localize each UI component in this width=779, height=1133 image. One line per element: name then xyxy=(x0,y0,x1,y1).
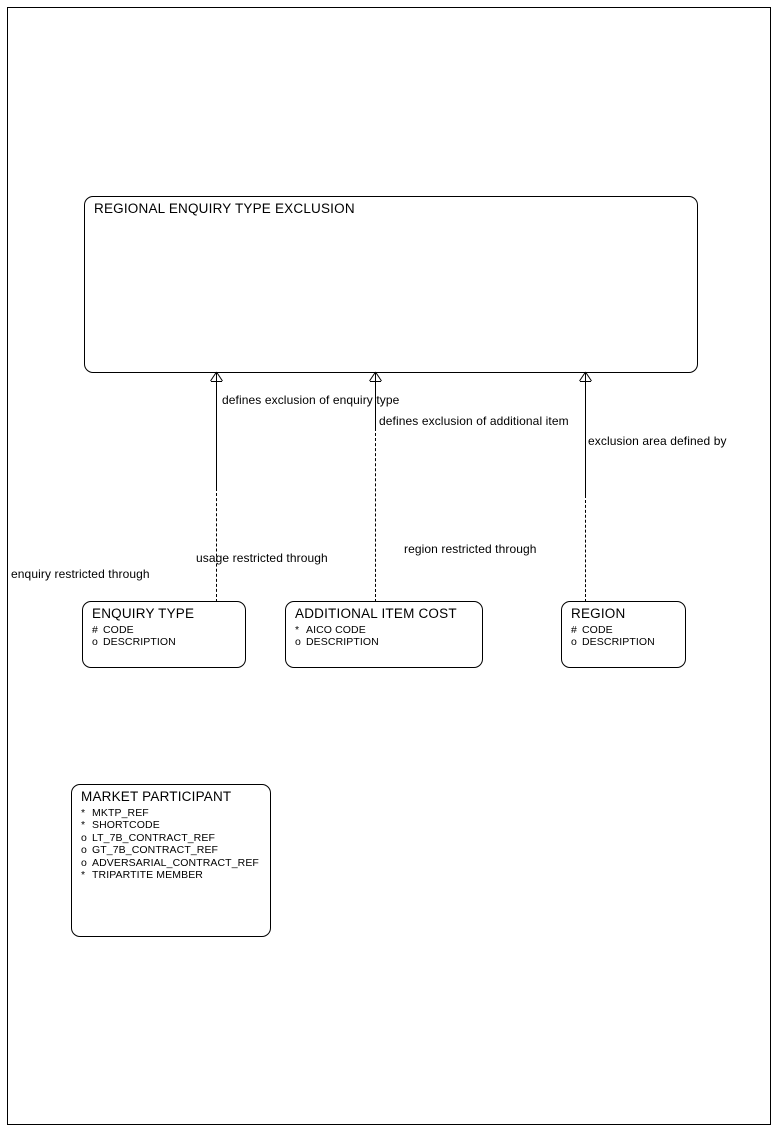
attribute-row: o DESCRIPTION xyxy=(571,636,685,648)
attribute-marker: o xyxy=(81,844,87,857)
relationship-line-region-solid xyxy=(585,373,586,495)
attribute-name: CODE xyxy=(103,624,134,636)
attribute-row: # CODE xyxy=(571,624,685,636)
attribute-marker: o xyxy=(295,636,301,649)
entity-market-participant[interactable]: MARKET PARTICIPANT * MKTP_REF * SHORTCODE … xyxy=(71,784,271,937)
attribute-name: GT_7B_CONTRACT_REF xyxy=(92,844,219,857)
attribute-name: LT_7B_CONTRACT_REF xyxy=(92,831,215,844)
attribute-row: o ADVERSARIAL_CONTRACT_REF xyxy=(81,857,270,869)
relationship-label-region-restricted-through: region restricted through xyxy=(404,542,537,556)
entity-title: REGIONAL ENQUIRY TYPE EXCLUSION xyxy=(94,201,355,216)
entity-title: ENQUIRY TYPE xyxy=(92,606,195,621)
relationship-label-defines-exclusion-of-additional-item: defines exclusion of additional item xyxy=(379,414,569,428)
page-border xyxy=(7,7,771,1125)
attribute-marker: * xyxy=(81,819,86,832)
attribute-marker: o xyxy=(81,831,87,844)
attribute-row: * MKTP_REF xyxy=(81,807,270,819)
attribute-list: * MKTP_REF * SHORTCODE o LT_7B_CONTRACT_REF… xyxy=(81,807,270,881)
entity-enquiry-type[interactable]: ENQUIRY TYPE # CODE o DESCRIPTION xyxy=(82,601,246,668)
attribute-name: SHORTCODE xyxy=(92,819,160,832)
attribute-name: AICO CODE xyxy=(306,624,366,636)
attribute-marker: o xyxy=(92,636,98,649)
entity-additional-item-cost[interactable]: ADDITIONAL ITEM COST * AICO CODE o DESCRIP… xyxy=(285,601,483,668)
attribute-name: MKTP_REF xyxy=(92,807,149,819)
relationship-label-enquiry-restricted-through: enquiry restricted through xyxy=(11,567,150,581)
attribute-marker: o xyxy=(81,856,87,869)
attribute-row: # CODE xyxy=(92,624,245,636)
attribute-name: TRIPARTITE MEMBER xyxy=(92,869,203,882)
attribute-marker: # xyxy=(571,624,577,636)
attribute-list: # CODE o DESCRIPTION xyxy=(92,624,245,649)
entity-title: REGION xyxy=(571,606,626,621)
attribute-row: o LT_7B_CONTRACT_REF xyxy=(81,832,270,844)
entity-title: MARKET PARTICIPANT xyxy=(81,789,232,804)
attribute-row: o DESCRIPTION xyxy=(295,636,482,648)
relationship-label-usage-restricted-through: usage restricted through xyxy=(196,551,328,565)
relationship-line-enquiry-solid xyxy=(216,373,217,488)
entity-title: ADDITIONAL ITEM COST xyxy=(295,606,457,621)
attribute-row: o GT_7B_CONTRACT_REF xyxy=(81,844,270,856)
attribute-marker: * xyxy=(295,624,300,636)
relationship-label-defines-exclusion-of-enquiry-type: defines exclusion of enquiry type xyxy=(222,393,400,407)
attribute-name: ADVERSARIAL_CONTRACT_REF xyxy=(92,856,259,869)
entity-regional-enquiry-type-exclusion[interactable]: REGIONAL ENQUIRY TYPE EXCLUSION xyxy=(84,196,698,373)
relationship-line-additional-item-dashed xyxy=(375,428,376,602)
attribute-name: DESCRIPTION xyxy=(582,636,655,649)
attribute-name: DESCRIPTION xyxy=(103,636,176,649)
attribute-row: * TRIPARTITE MEMBER xyxy=(81,869,270,881)
attribute-name: CODE xyxy=(582,624,613,636)
attribute-list: # CODE o DESCRIPTION xyxy=(571,624,685,649)
attribute-name: DESCRIPTION xyxy=(306,636,379,649)
entity-region[interactable]: REGION # CODE o DESCRIPTION xyxy=(561,601,686,668)
relationship-label-exclusion-area-defined-by: exclusion area defined by xyxy=(588,434,727,448)
attribute-row: * SHORTCODE xyxy=(81,819,270,831)
attribute-row: * AICO CODE xyxy=(295,624,482,636)
attribute-marker: * xyxy=(81,807,86,819)
relationship-line-additional-item-solid xyxy=(375,373,376,428)
relationship-line-region-dashed xyxy=(585,495,586,602)
attribute-marker: * xyxy=(81,869,86,882)
relationship-line-enquiry-dashed xyxy=(216,488,217,602)
attribute-marker: # xyxy=(92,624,98,636)
attribute-list: * AICO CODE o DESCRIPTION xyxy=(295,624,482,649)
attribute-row: o DESCRIPTION xyxy=(92,636,245,648)
attribute-marker: o xyxy=(571,636,577,649)
